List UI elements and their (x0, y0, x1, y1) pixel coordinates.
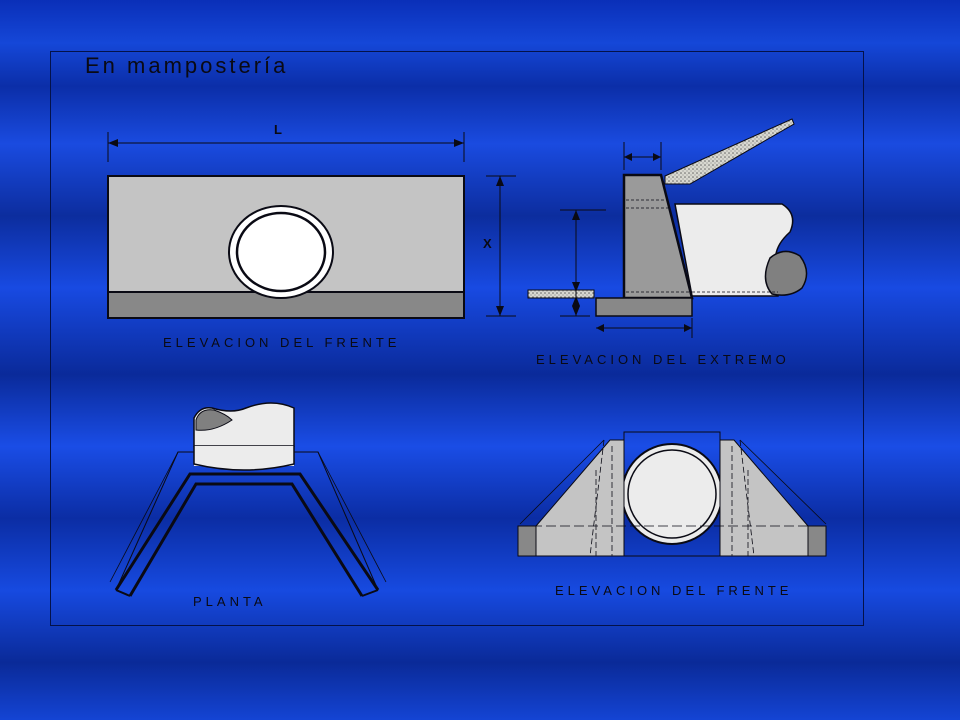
plan-view (109, 402, 387, 597)
plan-label: PLANTA (193, 594, 267, 609)
front-elevation-wall: L X (107, 122, 516, 319)
slide-title: En mampostería (85, 53, 288, 78)
height-dimension-label: X (483, 236, 492, 251)
front-elevation-label: ELEVACION DEL FRENTE (163, 335, 400, 350)
length-dimension-label: L (274, 122, 282, 137)
slide-frame (50, 51, 864, 626)
end-elevation-wall (527, 118, 808, 338)
end-elevation-label: ELEVACION DEL EXTREMO (536, 352, 790, 367)
front-elevation-wings-label: ELEVACION DEL FRENTE (555, 583, 792, 598)
front-elevation-wings (517, 431, 827, 557)
